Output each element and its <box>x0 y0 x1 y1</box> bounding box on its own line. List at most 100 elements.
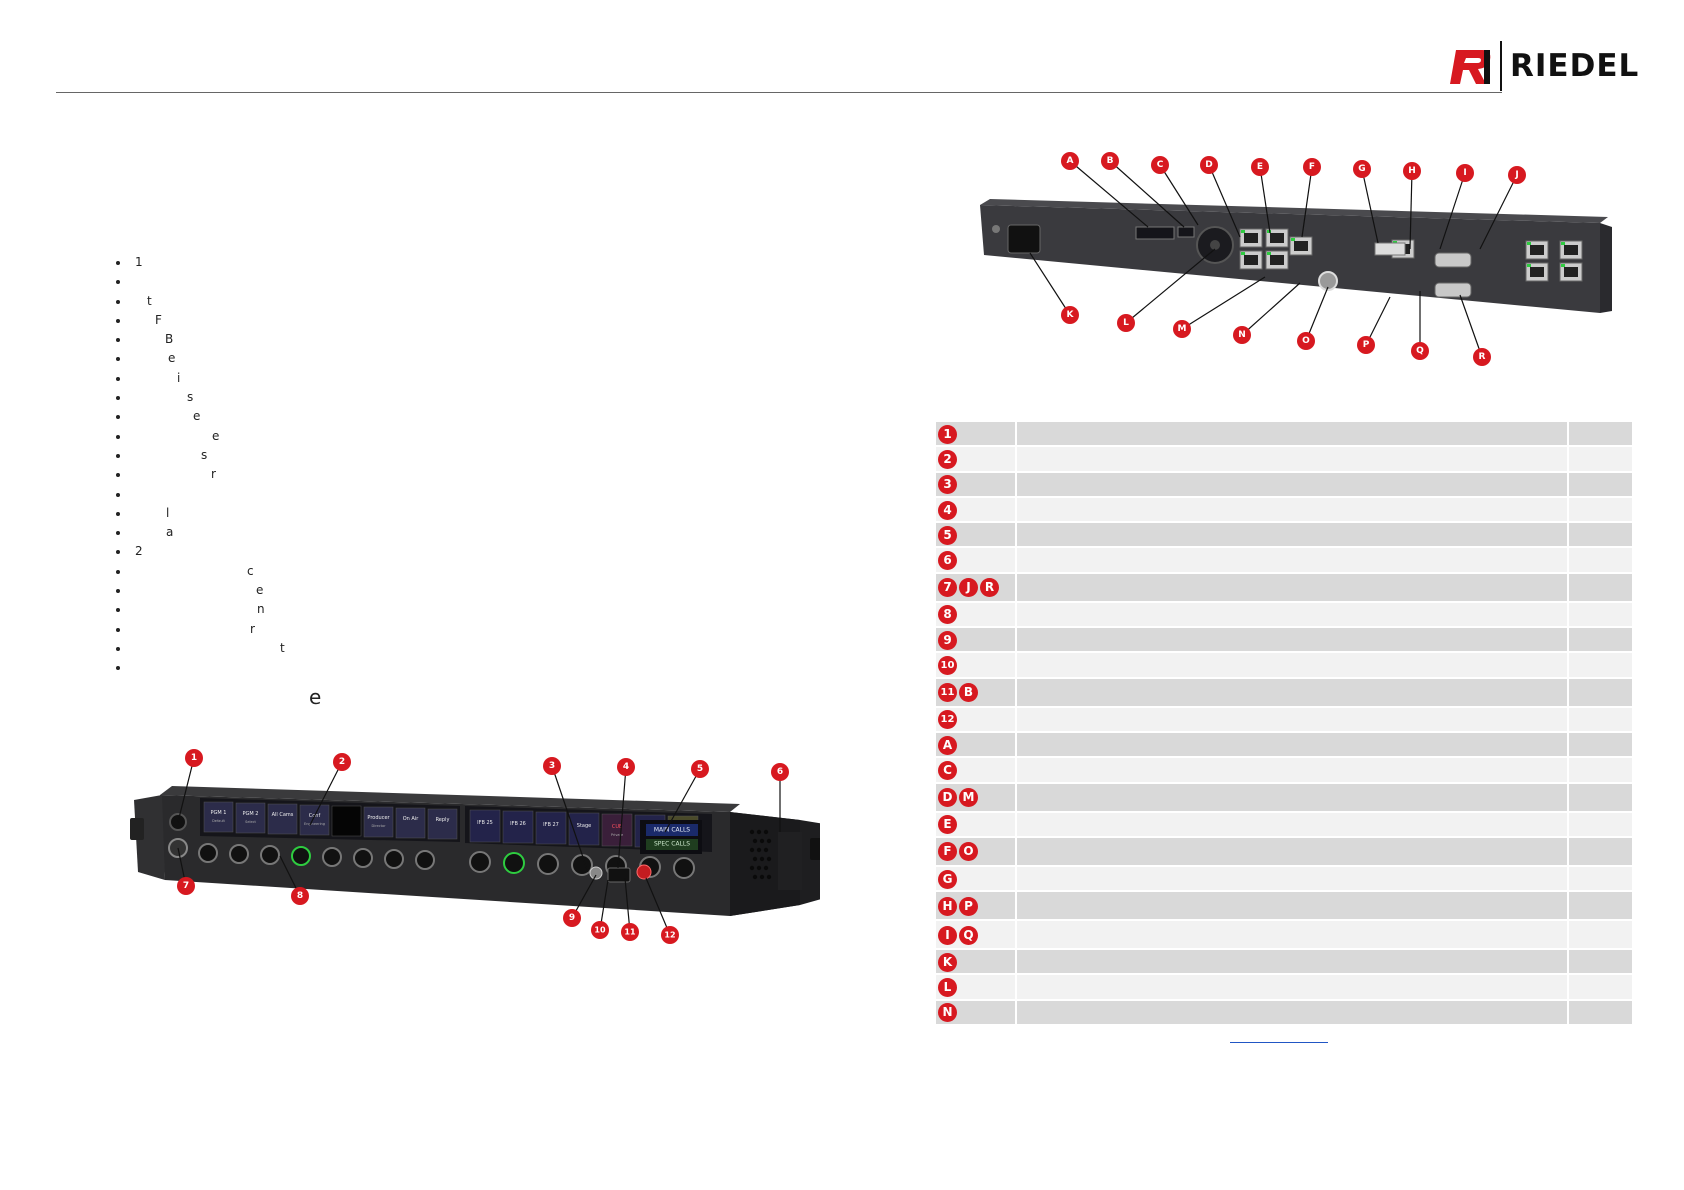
callout-circle <box>1061 152 1079 170</box>
parts-table-ref-cell: L <box>936 975 1015 999</box>
callout-marker: M <box>1173 276 1266 338</box>
callout-leader-line <box>551 765 589 873</box>
bullet-item <box>116 658 876 677</box>
parts-table-ref-cell: 2 <box>936 447 1015 471</box>
bullet-item: t <box>116 292 876 311</box>
vent-hole <box>766 838 772 844</box>
parts-table-row: L <box>936 975 1632 999</box>
callout-label: 2 <box>339 757 345 767</box>
callout-leader-line <box>309 761 343 826</box>
parts-table-row: 1 <box>936 422 1632 446</box>
callout-leader-line <box>1459 294 1483 358</box>
front-lcd-key: ConfEngineering <box>299 804 330 836</box>
callout-leader-line <box>617 766 627 869</box>
reference-badge: K <box>938 952 957 972</box>
parts-table-ref-cell: 3 <box>936 472 1015 496</box>
parts-table-page-cell <box>1567 892 1632 920</box>
reference-badge: 11 <box>938 683 957 703</box>
callout-leader-line <box>1241 282 1301 336</box>
parts-table-page-cell <box>1567 653 1632 677</box>
callout-circle <box>771 763 789 781</box>
bullet-text: e <box>212 428 220 443</box>
volume-knob-icon <box>198 843 218 863</box>
parts-table-page-cell <box>1567 758 1632 782</box>
callout-circle <box>1508 166 1526 184</box>
parts-table-row: C <box>936 758 1632 782</box>
parts-table-row: 8 <box>936 602 1632 627</box>
parts-table-page-cell <box>1567 732 1632 757</box>
callout-leader-line <box>1301 166 1313 238</box>
callout-marker: R <box>1459 294 1491 366</box>
front-lcd-key: Reply <box>427 808 458 840</box>
parts-table-ref-cell: 10 <box>936 653 1015 677</box>
parts-table-row: 9 <box>936 628 1632 652</box>
footer-link[interactable] <box>1230 1042 1328 1043</box>
parts-table-ref-cell: A <box>936 732 1015 757</box>
front-lcd-key-label: IFB 26 <box>510 821 526 827</box>
bullet-item: e <box>116 427 876 446</box>
bullet-text: n <box>257 602 265 617</box>
front-lcd-key-sublabel: Director <box>371 824 386 828</box>
parts-table-page-cell <box>1567 447 1632 471</box>
bullet-item: i <box>116 369 876 388</box>
callout-circle <box>1403 162 1421 180</box>
bullet-text: t <box>280 640 285 655</box>
reference-badge: 3 <box>938 475 957 495</box>
parts-table-page-cell <box>1567 628 1632 652</box>
callout-leader-line <box>1409 170 1413 250</box>
callout-circle <box>177 877 195 895</box>
bullet-item: n <box>116 600 876 619</box>
parts-table-ref-cell: 6 <box>936 548 1015 572</box>
parts-table-page-cell <box>1567 866 1632 891</box>
callout-leader-line <box>1361 168 1379 244</box>
parts-table-ref-cell: 5 <box>936 523 1015 547</box>
callout-label: G <box>1358 164 1365 174</box>
front-lcd-key: IFB 25 <box>469 809 501 843</box>
reference-badge: P <box>959 896 978 916</box>
menu-display-line2: SPEC CALLS <box>654 841 690 848</box>
bullet-text: l <box>166 505 170 520</box>
callout-marker: B <box>1101 152 1185 228</box>
callout-marker: N <box>1233 282 1301 344</box>
front-lcd-key-sublabel: Default <box>212 819 225 823</box>
callout-label: H <box>1408 166 1416 176</box>
volume-knob-icon <box>571 854 593 876</box>
reference-badge: H <box>938 896 957 916</box>
callout-marker: 11 <box>621 877 639 941</box>
reference-badge: 2 <box>938 449 957 469</box>
parts-table-ref-cell: G <box>936 866 1015 891</box>
bullet-item: t <box>116 639 876 658</box>
callout-circle <box>333 753 351 771</box>
callout-marker: 10 <box>591 879 609 939</box>
front-lcd-key-label: CUE <box>612 824 622 830</box>
callout-leader-line <box>624 877 631 933</box>
parts-table-page-cell <box>1567 472 1632 496</box>
volume-knob-icon <box>503 852 525 874</box>
volume-knob-icon <box>415 850 435 870</box>
front-lcd-key-label: IFB 27 <box>543 822 559 828</box>
parts-table-ref-cell: 9 <box>936 628 1015 652</box>
parts-table-ref-cell: 12 <box>936 707 1015 731</box>
callout-label: P <box>1363 340 1370 350</box>
volume-knob-icon <box>469 851 491 873</box>
reference-badge: G <box>938 869 957 889</box>
callout-leader-line <box>1208 164 1241 238</box>
bullet-item: F <box>116 311 876 330</box>
parts-table-description-cell <box>1015 921 1567 949</box>
parts-table-ref-cell: 4 <box>936 497 1015 522</box>
callout-label: 1 <box>191 753 197 763</box>
vent-hole <box>763 829 769 835</box>
front-lcd-key: IFB 26 <box>502 810 534 844</box>
parts-table-page-cell <box>1567 678 1632 706</box>
vent-hole <box>749 847 755 853</box>
callout-marker: D <box>1200 156 1241 238</box>
bullet-item: s <box>116 446 876 465</box>
